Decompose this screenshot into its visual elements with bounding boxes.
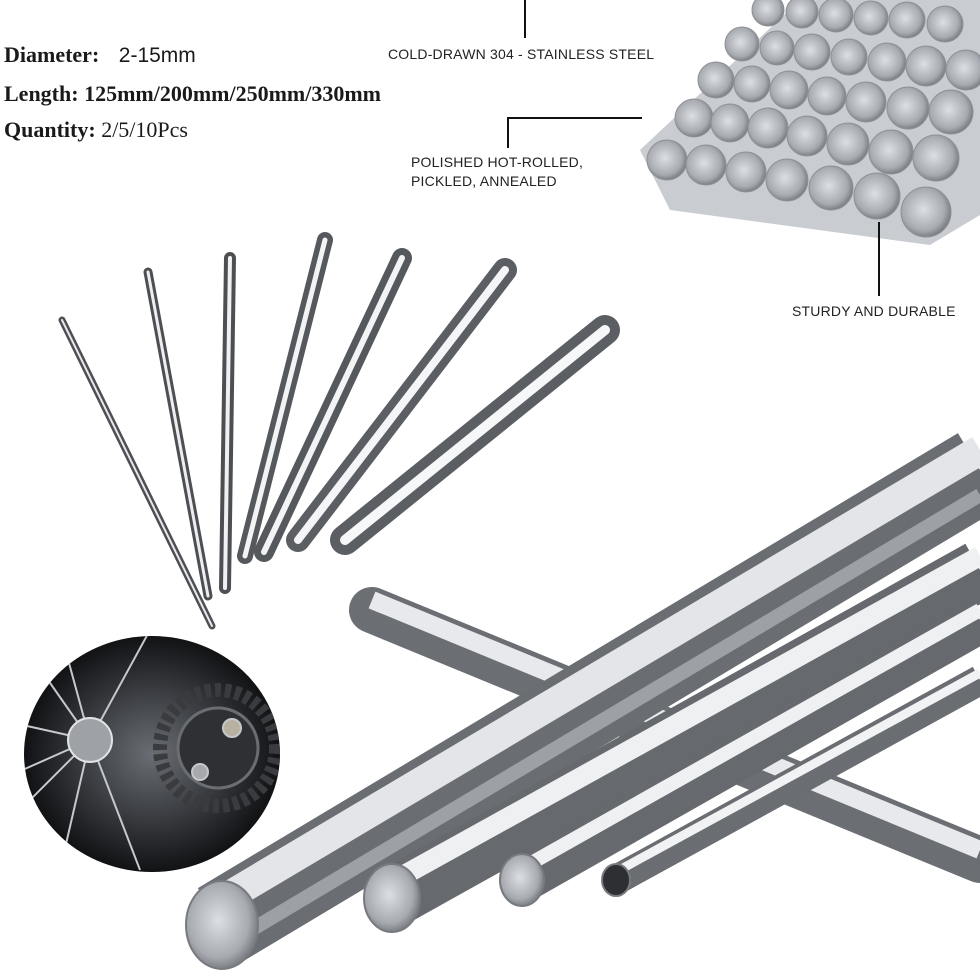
spec-length-value: 125mm/200mm/250mm/330mm	[84, 81, 382, 106]
spec-diameter-label: Diameter:	[4, 42, 100, 67]
motorcycle-wheel-photo	[24, 636, 280, 872]
spec-diameter-value: 2-15mm	[118, 44, 196, 67]
callout-finish-line2: PICKLED, ANNEALED	[411, 173, 557, 189]
rod-closeup-photo	[185, 433, 980, 970]
callout-durability: STURDY AND DURABLE	[792, 303, 956, 319]
rod-bundle-photo	[507, 0, 980, 296]
rod-fan-photo	[58, 232, 620, 630]
spec-quantity: Quantity: 2/5/10Pcs	[4, 117, 188, 143]
spec-length-label: Length:	[4, 81, 79, 106]
spec-quantity-label: Quantity:	[4, 117, 96, 142]
spec-length: Length: 125mm/200mm/250mm/330mm	[4, 81, 381, 107]
callout-finish-line1: POLISHED HOT-ROLLED,	[411, 154, 584, 170]
callout-material: COLD-DRAWN 304 - STAINLESS STEEL	[388, 46, 655, 62]
spec-quantity-value: 2/5/10Pcs	[101, 117, 188, 142]
spec-diameter: Diameter: 2-15mm	[4, 42, 196, 68]
